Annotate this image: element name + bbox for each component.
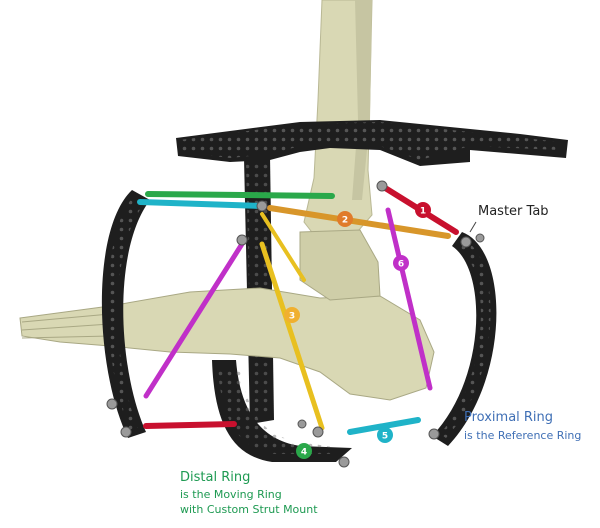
strut-badge-5-number: 5 xyxy=(382,432,388,442)
strut-badge-6: 6 xyxy=(393,255,409,271)
distal-ring-subtitle-1: is the Moving Ring xyxy=(180,488,282,501)
distal-ring-lower xyxy=(212,360,352,462)
master-tab-label: Master Tab xyxy=(478,204,549,219)
strut-badge-6-number: 6 xyxy=(398,260,404,270)
proximal-ring-subtitle: is the Reference Ring xyxy=(464,429,582,442)
tibia-bone xyxy=(303,0,373,241)
strut-badge-5: 5 xyxy=(377,427,393,443)
strut-yellow-line xyxy=(259,241,325,431)
strut-magenta-right-line xyxy=(385,207,433,391)
distal-ring-title: Distal Ring xyxy=(180,470,251,485)
strut-badge-2: 2 xyxy=(337,211,353,227)
strut-magenta-left-line xyxy=(143,241,245,399)
strut-joints xyxy=(106,180,485,468)
strut-red-lower-line xyxy=(143,421,237,429)
strut-orange-line xyxy=(267,205,451,239)
master-tab-pointer xyxy=(469,221,477,233)
strut-badge-1-number: 1 xyxy=(420,207,426,217)
strut-badge-1: 1 xyxy=(415,202,431,218)
strut-cyan-lower-line xyxy=(347,417,421,435)
strut-badge-3-number: 3 xyxy=(289,312,295,322)
proximal-ring-title: Proximal Ring xyxy=(464,410,554,425)
strut-badge-2-number: 2 xyxy=(342,216,348,226)
strut-badge-3: 3 xyxy=(284,307,300,323)
proximal-ring-right xyxy=(432,232,497,446)
proximal-ring-plate xyxy=(176,120,568,166)
distal-ring-left xyxy=(101,190,150,438)
distal-ring-subtitle-2: with Custom Strut Mount xyxy=(180,503,318,516)
strut-cyan-line xyxy=(137,199,265,209)
strut-yellow-short-line xyxy=(260,212,306,282)
strut-badge-4-number: 4 xyxy=(301,448,307,458)
strut-badge-4: 4 xyxy=(296,443,312,459)
strut-green-line xyxy=(145,191,335,199)
